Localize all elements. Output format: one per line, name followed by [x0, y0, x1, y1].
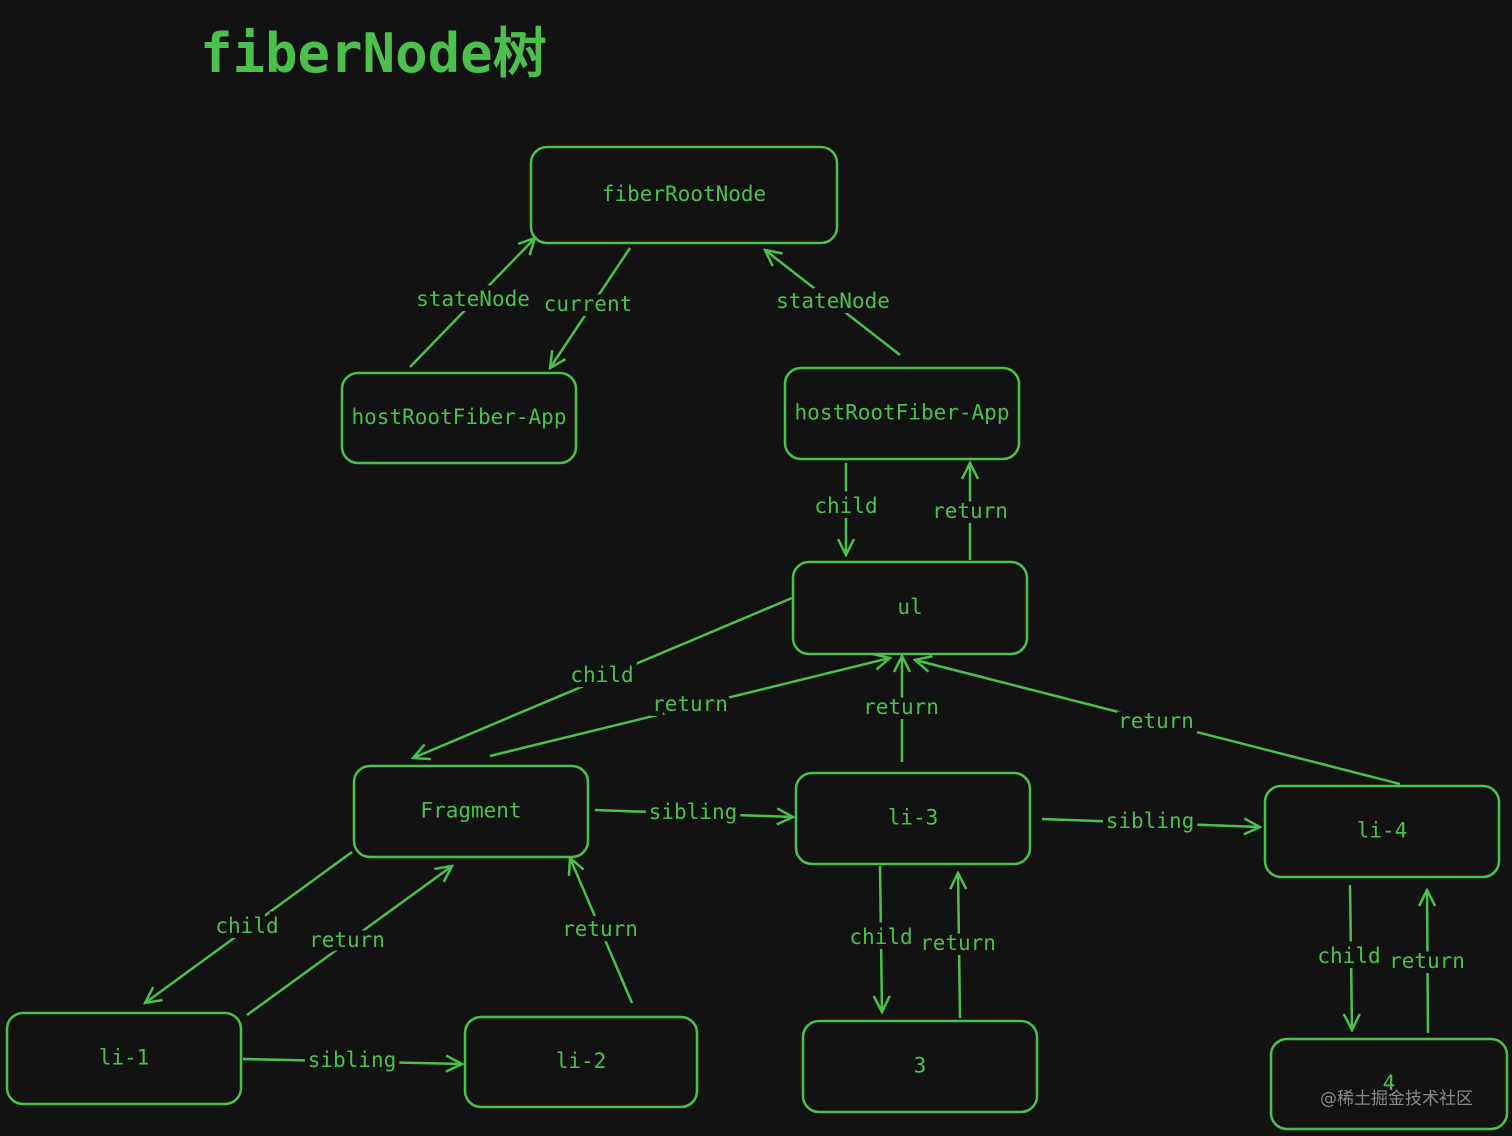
- edge-sibling: sibling: [594, 795, 793, 829]
- node-text3: 3: [801, 1019, 1039, 1114]
- edge-child: child: [145, 850, 353, 1003]
- edge-label: return: [932, 499, 1008, 523]
- edge-return: return: [557, 858, 643, 1004]
- edge-return: return: [927, 463, 1013, 560]
- edge-label: child: [570, 663, 633, 687]
- edge-label: child: [814, 494, 877, 518]
- edge-arrow: [550, 247, 632, 368]
- edge-label: child: [849, 925, 912, 949]
- edge-arrow: [246, 866, 452, 1017]
- node-box: [794, 771, 1032, 866]
- edge-arrow: [1041, 819, 1260, 827]
- edge-arrow: [1350, 884, 1352, 1030]
- edge-label: sibling: [1106, 809, 1195, 833]
- edge-label: return: [920, 931, 996, 955]
- edge-label: return: [562, 917, 638, 941]
- node-label: 4: [1383, 1071, 1396, 1095]
- node-fragment: Fragment: [352, 764, 590, 859]
- node-label: hostRootFiber-App: [795, 401, 1010, 425]
- edge-return: return: [1384, 890, 1470, 1034]
- edge-arrow: [594, 810, 793, 817]
- edge-arrow: [765, 250, 901, 356]
- node-box: [5, 1011, 243, 1106]
- node-text4: 4: [1269, 1037, 1509, 1131]
- edge-arrow: [409, 238, 535, 368]
- edge-label: current: [544, 292, 633, 316]
- edge-child: child: [844, 865, 918, 1012]
- node-label: li-1: [99, 1046, 150, 1070]
- edge-arrow: [489, 658, 890, 758]
- edge-label: return: [1118, 709, 1194, 733]
- node-box: [1263, 784, 1501, 879]
- edge-label: sibling: [308, 1048, 397, 1072]
- node-box: [352, 764, 590, 859]
- edge-arrow: [413, 596, 793, 758]
- diagram-title: fiberNode树: [200, 22, 547, 85]
- edge-return: return: [246, 866, 452, 1017]
- node-box: [801, 1019, 1039, 1114]
- edge-arrow: [880, 865, 882, 1012]
- node-box: [463, 1015, 699, 1109]
- node-hostRootFiberOld: hostRootFiber-App: [340, 371, 578, 465]
- edge-child: child: [1312, 884, 1386, 1030]
- node-label: hostRootFiber-App: [352, 405, 567, 429]
- edge-arrow: [1427, 890, 1428, 1034]
- edge-label: sibling: [649, 800, 738, 824]
- edge-sibling: sibling: [242, 1043, 462, 1077]
- node-li3: li-3: [794, 771, 1032, 866]
- edge-arrow: [958, 873, 960, 1019]
- edge-return: return: [915, 873, 1001, 1019]
- edge-arrow: [570, 858, 634, 1004]
- node-box: [1269, 1037, 1509, 1131]
- edge-label: child: [215, 914, 278, 938]
- node-box: [340, 371, 578, 465]
- node-label: li-3: [888, 806, 939, 830]
- node-hostRootFiberNew: hostRootFiber-App: [783, 366, 1021, 461]
- edge-child: child: [809, 463, 883, 555]
- edge-return: return: [858, 656, 944, 762]
- edge-arrow: [145, 850, 353, 1003]
- node-label: li-2: [556, 1049, 607, 1073]
- edge-label: return: [1389, 949, 1465, 973]
- edge-return: return: [915, 660, 1401, 786]
- node-box: [783, 366, 1021, 461]
- edge-label: return: [309, 928, 385, 952]
- node-li1: li-1: [5, 1011, 243, 1106]
- edge-label: child: [1317, 944, 1380, 968]
- edge-label: return: [863, 695, 939, 719]
- node-label: fiberRootNode: [602, 182, 766, 206]
- node-box: [791, 560, 1029, 656]
- edge-return: return: [489, 658, 890, 758]
- edge-stateNode: stateNode: [765, 250, 901, 356]
- edge-arrow: [915, 660, 1401, 786]
- node-li2: li-2: [463, 1015, 699, 1109]
- edge-label: stateNode: [776, 289, 890, 313]
- node-box: [529, 145, 839, 245]
- edge-child: child: [413, 596, 793, 758]
- watermark: @稀土掘金技术社区: [1320, 1089, 1473, 1109]
- node-label: li-4: [1357, 819, 1408, 843]
- node-label: Fragment: [420, 799, 521, 823]
- node-ul: ul: [791, 560, 1029, 656]
- edge-sibling: sibling: [1041, 804, 1260, 838]
- node-label: ul: [897, 595, 922, 619]
- edge-label: stateNode: [416, 287, 530, 311]
- node-fiberRootNode: fiberRootNode: [529, 145, 839, 245]
- edge-current: current: [539, 247, 637, 368]
- edge-arrow: [242, 1059, 462, 1064]
- edge-label: return: [652, 692, 728, 716]
- node-label: 3: [914, 1054, 927, 1078]
- edge-stateNode: stateNode: [409, 238, 535, 368]
- node-li4: li-4: [1263, 784, 1501, 879]
